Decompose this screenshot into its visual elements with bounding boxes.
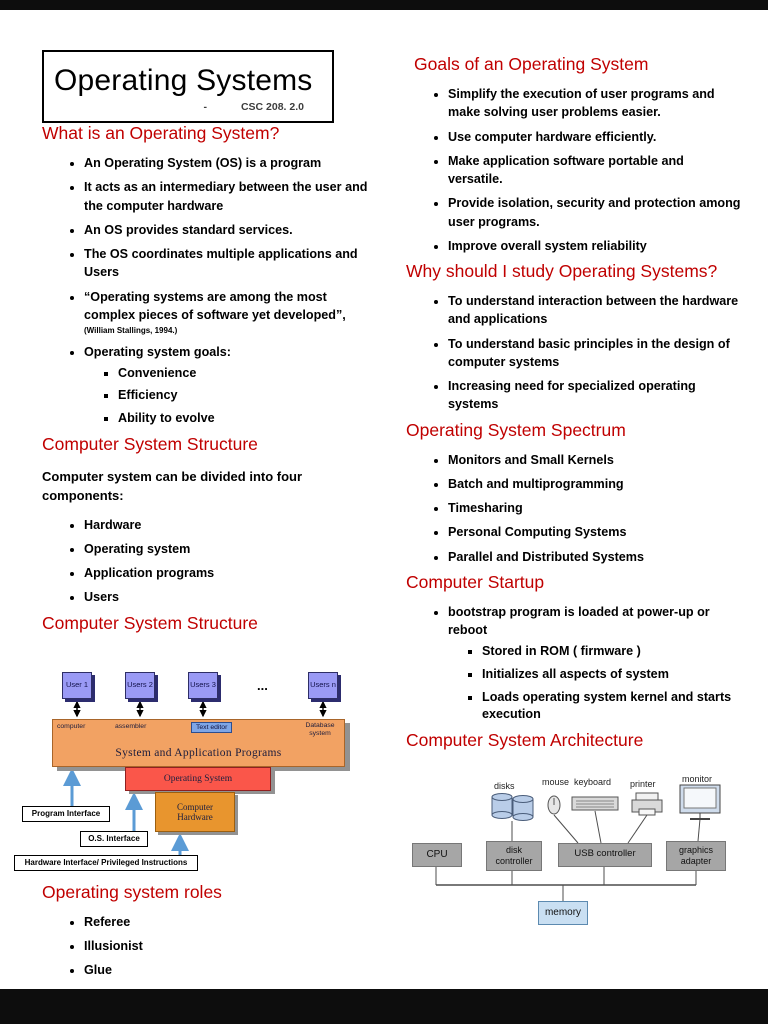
bullet-item: The OS coordinates multiple applications…: [84, 245, 378, 282]
bullet-item: Personal Computing Systems: [448, 523, 741, 541]
bullet-item: Simplify the execution of user programs …: [448, 85, 741, 122]
document-subtitle: - CSC 208. 2.0: [54, 101, 318, 113]
title-box: Operating Systems - CSC 208. 2.0: [42, 50, 334, 123]
label-mouse: mouse: [542, 776, 570, 787]
heading-why-study: Why should I study Operating Systems?: [406, 261, 718, 281]
bullet-item: Monitors and Small Kernels: [448, 451, 741, 469]
disks-icon: [491, 792, 534, 821]
heading-system-structure-2: Computer System Structure: [42, 612, 258, 633]
structure-intro: Computer system can be divided into four…: [42, 468, 303, 504]
disk-controller-box: disk controller: [486, 840, 542, 871]
label-disks: disks: [494, 780, 515, 791]
heading-goals: Goals of an Operating System: [414, 54, 649, 74]
sub-bullet-item: Stored in ROM ( firmware ): [482, 643, 741, 661]
right-column: Goals of an Operating System Simplify th…: [406, 10, 741, 931]
operating-system-box: Operating System: [125, 766, 271, 791]
bullet-item: To understand basic principles in the de…: [448, 335, 741, 372]
bullet-text: Operating system goals:: [84, 344, 231, 359]
callout-program-interface: Program Interface: [22, 805, 110, 822]
bullet-item: bootstrap program is loaded at power-up …: [448, 603, 741, 724]
left-column: Operating Systems - CSC 208. 2.0 What is…: [14, 10, 378, 985]
bullet-item: An OS provides standard services.: [84, 221, 378, 239]
graphics-adapter-box: graphics adapter: [666, 840, 726, 871]
heading-computer-startup: Computer Startup: [406, 571, 545, 592]
sub-bullet-item: Initializes all aspects of system: [482, 666, 741, 684]
bullet-item: Operating system goals: Convenience Effi…: [84, 343, 378, 428]
bullet-item: Application programs: [84, 564, 378, 582]
bullet-item: Improve overall system reliability: [448, 237, 741, 255]
computer-hardware-box: Computer Hardware: [155, 791, 235, 832]
bullet-item: Provide isolation, security and protecti…: [448, 194, 741, 231]
bullet-item: An Operating System (OS) is a program: [84, 154, 378, 172]
label-monitor: monitor: [682, 773, 713, 784]
bullet-item: To understand interaction between the ha…: [448, 292, 741, 329]
computer-system-structure-diagram: User 1 Users 2 Users 3 ... Users n compu…: [14, 664, 376, 882]
components-list: Hardware Operating system Application pr…: [42, 516, 378, 607]
document-title: Operating Systems: [54, 64, 313, 97]
structure-diagram-arrows: [63, 695, 327, 855]
bullet-item: Glue: [84, 961, 378, 979]
bullet-item: Timesharing: [448, 499, 741, 517]
mouse-icon: [547, 795, 561, 815]
label-keyboard: keyboard: [574, 776, 612, 787]
document-page: Operating Systems - CSC 208. 2.0 What is…: [0, 10, 768, 989]
bullet-item: Users: [84, 588, 378, 606]
label-computer: computer: [57, 722, 86, 730]
user-box-2: Users 2: [125, 671, 155, 699]
bullet-item: Make application software portable and v…: [448, 152, 741, 189]
user-box-n: Users n: [308, 671, 338, 699]
architecture-diagram-graphics: [435, 784, 721, 901]
what-is-os-list: An Operating System (OS) is a program It…: [42, 154, 378, 428]
startup-list: bootstrap program is loaded at power-up …: [406, 603, 741, 724]
bullet-item: It acts as an intermediary between the u…: [84, 178, 378, 215]
bullet-item: Hardware: [84, 516, 378, 534]
citation: (William Stallings, 1994.): [84, 326, 178, 335]
course-code: CSC 208. 2.0: [240, 101, 304, 113]
sub-bullet-item: Loads operating system kernel and starts…: [482, 689, 741, 724]
heading-spectrum: Operating System Spectrum: [406, 419, 626, 440]
user-box-3: Users 3: [188, 671, 218, 699]
subtitle-dash: -: [203, 101, 207, 113]
bullet-item: Batch and multiprogramming: [448, 475, 741, 493]
keyboard-icon: [571, 796, 619, 811]
bullet-item: Operating system: [84, 540, 378, 558]
os-goals-sublist: Convenience Efficiency Ability to evolve: [84, 365, 378, 428]
cpu-box: CPU: [412, 842, 462, 867]
label-printer: printer: [630, 778, 656, 789]
quote-text: “Operating systems are among the most co…: [84, 289, 346, 322]
sub-bullet-item: Ability to evolve: [118, 410, 378, 428]
system-application-programs-box: computer assembler Text editor Database …: [52, 718, 345, 767]
usb-controller-box: USB controller: [558, 842, 652, 867]
bullet-item: Illusionist: [84, 937, 378, 955]
heading-os-roles: Operating system roles: [42, 881, 222, 902]
label-text-editor: Text editor: [191, 721, 233, 733]
sub-bullet-item: Efficiency: [118, 387, 378, 405]
heading-system-structure-1: Computer System Structure: [42, 433, 258, 454]
heading-architecture: Computer System Architecture: [406, 729, 644, 750]
os-roles-list: Referee Illusionist Glue: [42, 913, 378, 980]
sub-bullet-item: Convenience: [118, 365, 378, 383]
users-ellipsis: ...: [257, 677, 268, 693]
spectrum-list: Monitors and Small Kernels Batch and mul…: [406, 451, 741, 566]
monitor-icon: [679, 784, 721, 820]
label-assembler: assembler: [115, 722, 147, 730]
user-box-1: User 1: [62, 671, 92, 699]
printer-icon: [631, 792, 663, 816]
apps-box-title: System and Application Programs: [115, 746, 282, 759]
callout-os-interface: O.S. Interface: [80, 830, 148, 847]
bullet-item: Increasing need for specialized operatin…: [448, 377, 741, 414]
goals-list: Simplify the execution of user programs …: [406, 85, 741, 255]
computer-system-architecture-diagram: disks mouse keyboard printer monitor CPU…: [406, 769, 741, 931]
heading-what-is-os: What is an Operating System?: [42, 123, 280, 143]
bullet-text: bootstrap program is loaded at power-up …: [448, 604, 710, 637]
label-database-system: Database system: [305, 721, 335, 737]
bullet-item: “Operating systems are among the most co…: [84, 288, 378, 337]
startup-sublist: Stored in ROM ( firmware ) Initializes a…: [448, 643, 741, 724]
bullet-item: Referee: [84, 913, 378, 931]
callout-hardware-interface: Hardware Interface/ Privileged Instructi…: [14, 854, 198, 871]
bullet-item: Use computer hardware efficiently.: [448, 128, 741, 146]
bullet-item: Parallel and Distributed Systems: [448, 548, 741, 566]
memory-box: memory: [538, 900, 588, 925]
why-study-list: To understand interaction between the ha…: [406, 292, 741, 414]
